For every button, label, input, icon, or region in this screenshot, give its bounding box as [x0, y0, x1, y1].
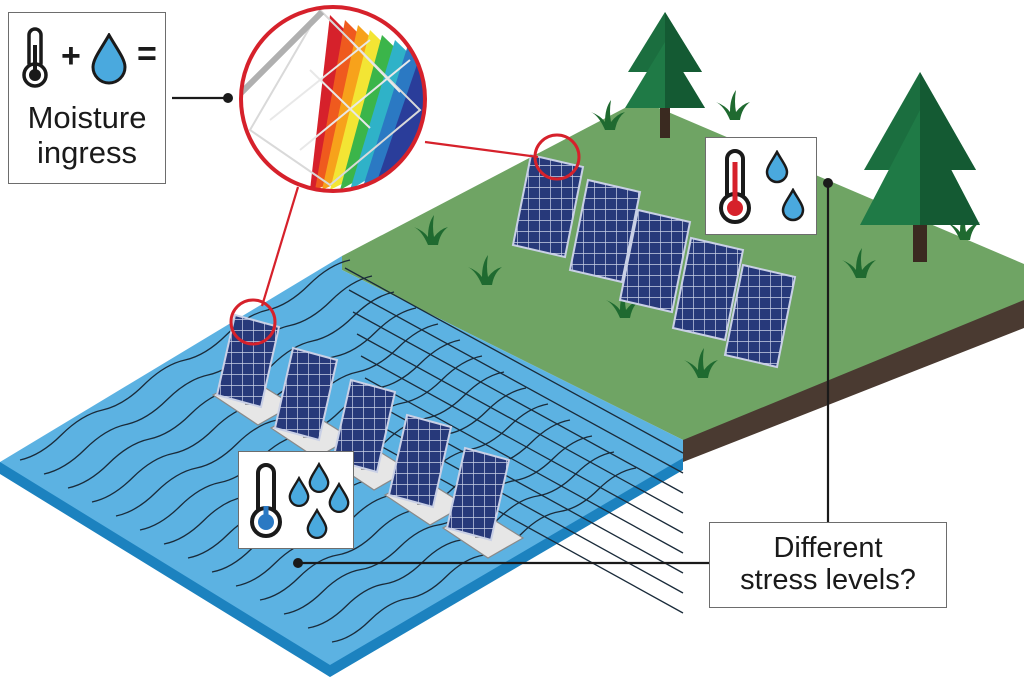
- grass-tuft: [591, 100, 625, 130]
- grass-tuft: [716, 90, 750, 120]
- grass-tuft: [842, 248, 876, 278]
- legend-pointer-dot: [223, 93, 233, 103]
- legend-equation: + =: [9, 23, 165, 93]
- land-conditions-box: [705, 137, 817, 235]
- question-line2: stress levels?: [740, 564, 916, 597]
- legend-caption: Moisture ingress: [9, 100, 165, 170]
- water-pointer-dot: [293, 558, 303, 568]
- water-drop-icon: [91, 33, 127, 85]
- stress-question-box: Different stress levels?: [709, 522, 947, 608]
- thermometer-cold-icon: [250, 463, 282, 538]
- water-wave: [356, 333, 684, 514]
- grass-tuft: [606, 288, 640, 318]
- equals-sign: =: [137, 35, 157, 73]
- water-wave: [360, 355, 684, 534]
- water-wave: [19, 259, 351, 461]
- thermometer-hot-icon: [719, 149, 751, 224]
- question-line1: Different: [773, 532, 883, 564]
- water-wave: [43, 275, 373, 475]
- tree-back: [625, 12, 705, 138]
- grass-tuft: [684, 348, 718, 378]
- plus-sign: +: [61, 37, 81, 75]
- solar-panel: [511, 153, 585, 259]
- solar-panel: [445, 446, 511, 542]
- grass-tuft: [414, 215, 448, 245]
- land-solar-array: [511, 153, 797, 369]
- moisture-ingress-legend: + = Moisture ingress: [8, 12, 166, 184]
- water-wave: [352, 311, 684, 494]
- solar-panel: [331, 378, 397, 474]
- solar-panel: [568, 178, 642, 284]
- solar-panel: [215, 313, 281, 409]
- water-drop-icon: [306, 508, 328, 539]
- water-highlight-circle: [229, 298, 277, 346]
- grass-tuft: [468, 255, 502, 285]
- water-conditions-box: [238, 451, 354, 549]
- tree-front: [860, 72, 980, 262]
- solar-panel: [273, 346, 339, 442]
- solar-panel: [671, 236, 745, 342]
- water-drop-icon: [288, 476, 310, 507]
- solar-panel: [618, 208, 692, 314]
- water-wave: [364, 377, 684, 554]
- solar-panel: [723, 263, 797, 369]
- moisture-zoom-circle: [239, 5, 427, 193]
- water-wave: [344, 267, 684, 454]
- water-drop-icon: [765, 150, 789, 184]
- water-drop-icon: [781, 188, 805, 222]
- land-highlight-circle: [533, 133, 581, 181]
- floating-solar-array: [211, 313, 525, 559]
- legend-caption-line2: ingress: [37, 134, 137, 170]
- land-pointer-dot: [823, 178, 833, 188]
- water-wave: [348, 289, 684, 474]
- water-drop-icon: [308, 462, 330, 493]
- water-drop-icon: [328, 482, 350, 513]
- zoom-callout-lines: [260, 140, 539, 307]
- solar-panel: [387, 413, 453, 509]
- legend-caption-line1: Moisture: [27, 100, 147, 135]
- thermometer-icon: [22, 27, 48, 88]
- water-wave: [283, 435, 593, 615]
- pointer-lines: [172, 96, 830, 565]
